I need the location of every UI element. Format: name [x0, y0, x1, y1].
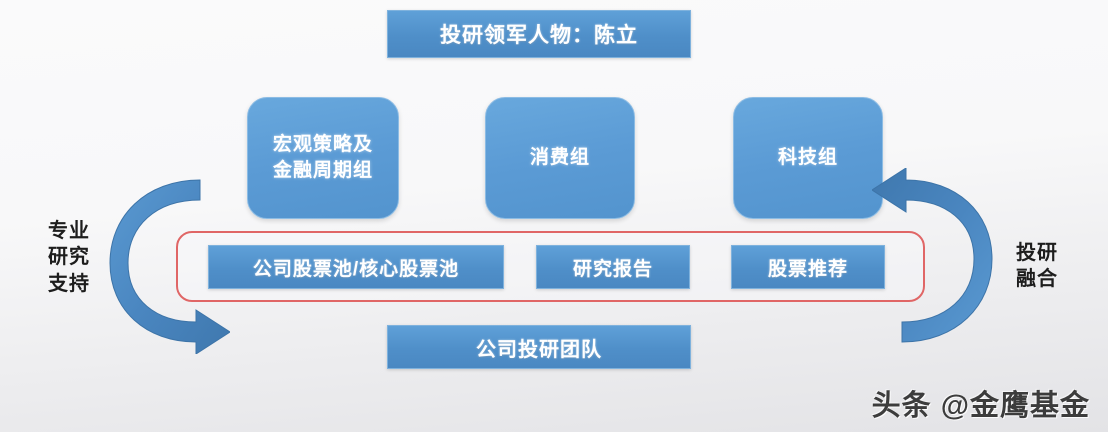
side-label-right-line1: 投研 [1016, 242, 1058, 264]
group-card-macro-line1: 宏观策略及 [272, 134, 373, 156]
group-card-consumer: 消费组 [485, 97, 635, 219]
output-box-stock-recommendation: 股票推荐 [731, 245, 885, 289]
side-label-left-line2: 研究 [48, 246, 90, 269]
group-card-macro-label: 宏观策略及 金融周期组 [273, 132, 373, 183]
watermark: 头条 @金鹰基金 [872, 382, 1090, 424]
leader-box-label: 投研领军人物：陈立 [440, 24, 638, 47]
output-box-research-report-label: 研究报告 [572, 258, 653, 280]
group-card-macro: 宏观策略及 金融周期组 [247, 97, 399, 219]
side-label-left-line3: 支持 [48, 272, 90, 295]
output-box-research-report: 研究报告 [536, 245, 690, 289]
side-label-left: 专业 研究 支持 [32, 218, 106, 297]
output-box-stock-pool-label: 公司股票池/核心股票池 [252, 258, 460, 280]
team-box-label: 公司投研团队 [476, 338, 602, 361]
side-label-left-line1: 专业 [48, 220, 90, 242]
side-label-right-line2: 融合 [1016, 268, 1058, 291]
group-card-consumer-label: 消费组 [529, 147, 590, 169]
group-card-tech: 科技组 [733, 97, 883, 219]
side-label-right: 投研 融合 [1000, 240, 1074, 293]
watermark-text: 头条 @金鹰基金 [871, 390, 1090, 422]
leader-box: 投研领军人物：陈立 [387, 10, 691, 58]
team-box: 公司投研团队 [387, 325, 691, 369]
output-box-stock-recommendation-label: 股票推荐 [767, 258, 848, 280]
group-card-tech-label: 科技组 [777, 147, 838, 169]
output-box-stock-pool: 公司股票池/核心股票池 [208, 245, 504, 289]
group-card-macro-line2: 金融周期组 [272, 160, 373, 181]
